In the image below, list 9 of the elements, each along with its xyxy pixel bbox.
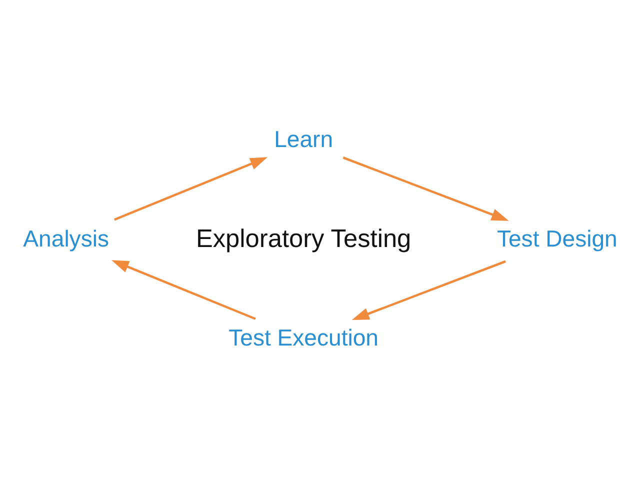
node-text: Learn: [274, 126, 334, 152]
arrow: [112, 260, 256, 320]
node-text: Test Design: [496, 224, 618, 251]
node-text: Test Execution: [228, 324, 379, 350]
node-text: Analysis: [23, 224, 110, 251]
arrow: [114, 156, 268, 220]
node-text: Exploratory Testing: [196, 224, 412, 252]
arrow: [352, 260, 506, 320]
arrow: [342, 156, 509, 220]
